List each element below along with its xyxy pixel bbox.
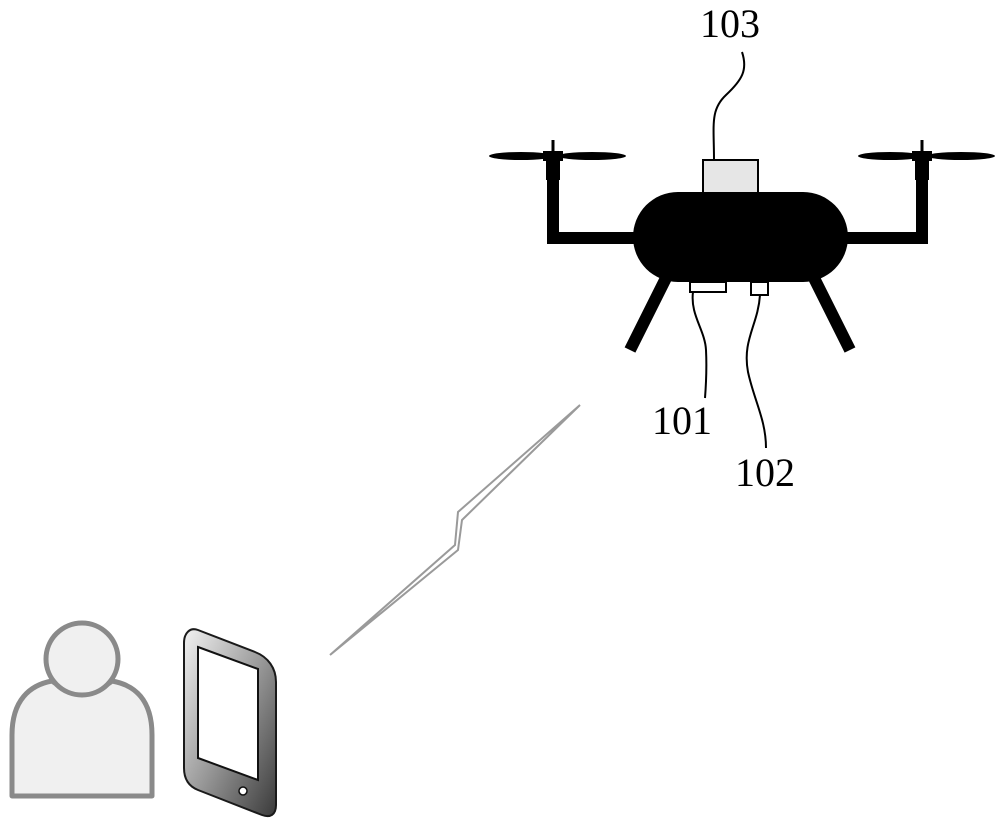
user-icon bbox=[9, 620, 155, 799]
drone-body bbox=[633, 192, 848, 282]
label-102: 102 bbox=[735, 450, 795, 495]
sensor-module bbox=[750, 281, 769, 296]
camera-module bbox=[689, 281, 727, 293]
drone-right-arm bbox=[842, 170, 928, 244]
drone-left-leg bbox=[624, 267, 676, 353]
phone-home-button bbox=[238, 786, 248, 796]
wireless-signal-icon bbox=[329, 404, 581, 656]
label-101: 101 bbox=[652, 398, 712, 443]
drone-left-propeller bbox=[489, 151, 626, 161]
leader-line-103 bbox=[712, 51, 746, 161]
drone-right-motor bbox=[915, 160, 929, 180]
drone-left-arm bbox=[547, 170, 641, 244]
drone-right-propeller bbox=[858, 151, 995, 161]
leader-line-101 bbox=[691, 291, 708, 399]
leader-line-102 bbox=[745, 294, 767, 449]
top-module bbox=[702, 159, 759, 194]
drone-right-leg bbox=[804, 267, 856, 353]
smartphone-icon bbox=[183, 628, 277, 818]
drone-left-motor bbox=[546, 160, 560, 180]
label-103: 103 bbox=[700, 1, 760, 46]
drone-icon bbox=[489, 140, 995, 353]
phone-screen bbox=[197, 645, 259, 782]
user-body bbox=[9, 678, 155, 799]
user-head bbox=[43, 620, 121, 698]
